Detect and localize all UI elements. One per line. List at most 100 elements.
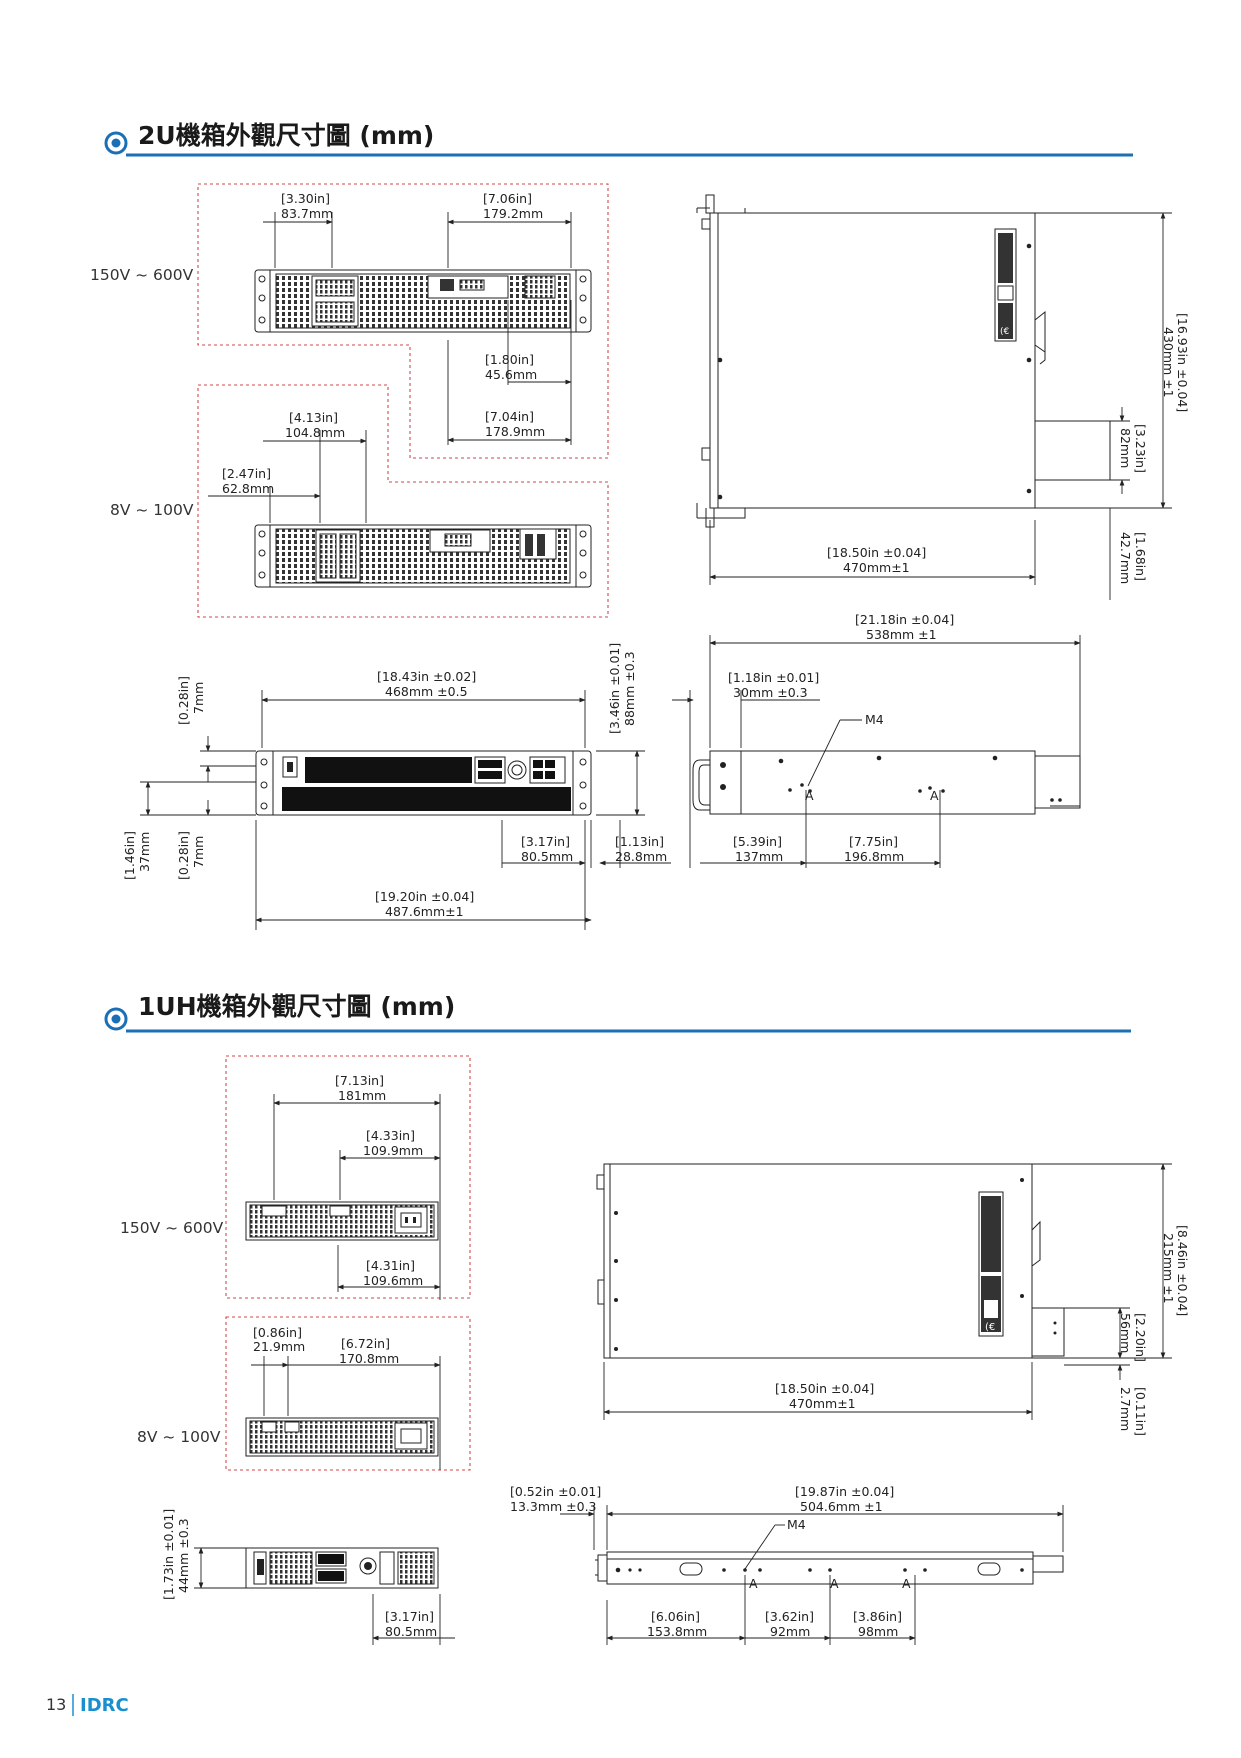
svg-text:98mm: 98mm xyxy=(858,1624,898,1639)
top-view-1uh: (€ xyxy=(596,1163,1065,1359)
label-150v-600v-2u: 150V ~ 600V xyxy=(90,266,194,284)
svg-text:[4.13in]: [4.13in] xyxy=(289,410,338,425)
dims-front-1uh: [1.73in ±0.01] 44mm ±0.3 [3.17in] 80.5mm xyxy=(161,1509,455,1645)
svg-text:[3.86in]: [3.86in] xyxy=(853,1609,902,1624)
svg-text:[0.11in]: [0.11in] xyxy=(1133,1387,1148,1436)
svg-text:470mm±1: 470mm±1 xyxy=(843,560,910,575)
svg-text:M4: M4 xyxy=(787,1517,806,1532)
svg-text:430mm ±1: 430mm ±1 xyxy=(1161,327,1176,398)
svg-text:[3.46in ±0.01]: [3.46in ±0.01] xyxy=(607,643,622,734)
svg-text:[19.20in ±0.04]: [19.20in ±0.04] xyxy=(375,889,474,904)
frame-150v-1uh xyxy=(225,1055,471,1299)
svg-text:538mm ±1: 538mm ±1 xyxy=(866,627,937,642)
svg-text:[3.62in]: [3.62in] xyxy=(765,1609,814,1624)
page-footer: 13 IDRC xyxy=(46,1694,129,1716)
svg-text:92mm: 92mm xyxy=(770,1624,810,1639)
side-view-2u: A A xyxy=(692,750,1081,815)
svg-text:88mm ±0.3: 88mm ±0.3 xyxy=(622,651,637,726)
svg-text:[0.28in]: [0.28in] xyxy=(176,676,191,725)
svg-text:28.8mm: 28.8mm xyxy=(615,849,667,864)
section-1uh-title: 1UH機箱外觀尺寸圖 (mm) xyxy=(138,992,455,1021)
svg-text:[0.28in]: [0.28in] xyxy=(176,831,191,880)
svg-text:(€: (€ xyxy=(1000,327,1010,337)
svg-text:[2.20in]: [2.20in] xyxy=(1133,1313,1148,1362)
dims-side-1uh: [19.87in ±0.04] 504.6mm ±1 [0.52in ±0.01… xyxy=(510,1484,1064,1645)
svg-text:A: A xyxy=(749,1576,758,1591)
svg-text:80.5mm: 80.5mm xyxy=(385,1624,437,1639)
svg-text:[7.13in]: [7.13in] xyxy=(335,1073,384,1088)
dims-8v-1uh: [0.86in] 21.9mm [6.72in] 170.8mm xyxy=(251,1325,441,1470)
svg-text:179.2mm: 179.2mm xyxy=(483,206,543,221)
svg-text:[6.72in]: [6.72in] xyxy=(341,1336,390,1351)
dims-front-2u: [18.43in ±0.02] 468mm ±0.5 [3.46in ±0.01… xyxy=(122,643,671,930)
svg-text:[18.50in ±0.04]: [18.50in ±0.04] xyxy=(775,1381,874,1396)
rear-panel-8v-2u xyxy=(254,524,592,588)
svg-text:[18.43in ±0.02]: [18.43in ±0.02] xyxy=(377,669,476,684)
svg-text:[1.80in]: [1.80in] xyxy=(485,352,534,367)
front-view-2u xyxy=(255,750,592,816)
svg-text:[3.17in]: [3.17in] xyxy=(521,834,570,849)
svg-text:468mm ±0.5: 468mm ±0.5 xyxy=(385,684,468,699)
svg-text:[2.47in]: [2.47in] xyxy=(222,466,271,481)
svg-text:[7.75in]: [7.75in] xyxy=(849,834,898,849)
svg-text:[16.93in ±0.04]: [16.93in ±0.04] xyxy=(1175,313,1190,412)
svg-text:[1.46in]: [1.46in] xyxy=(122,831,137,880)
svg-text:A: A xyxy=(805,788,814,803)
svg-text:13.3mm ±0.3: 13.3mm ±0.3 xyxy=(510,1499,597,1514)
svg-text:A: A xyxy=(902,1576,911,1591)
svg-text:215mm ±1: 215mm ±1 xyxy=(1161,1233,1176,1304)
svg-text:487.6mm±1: 487.6mm±1 xyxy=(385,904,464,919)
svg-text:[3.17in]: [3.17in] xyxy=(385,1609,434,1624)
rear-panel-150v-1uh xyxy=(245,1201,439,1241)
section-2u-header: 2U機箱外觀尺寸圖 (mm) xyxy=(104,121,1133,157)
svg-text:[3.23in]: [3.23in] xyxy=(1133,424,1148,473)
svg-text:42.7mm: 42.7mm xyxy=(1118,532,1133,584)
svg-text:[18.50in ±0.04]: [18.50in ±0.04] xyxy=(827,545,926,560)
dims-side-2u: [21.18in ±0.04] 538mm ±1 [1.18in ±0.01] … xyxy=(672,612,1081,868)
section-1uh-header: 1UH機箱外觀尺寸圖 (mm) xyxy=(104,992,1131,1033)
frame-150v-2u xyxy=(197,183,609,459)
svg-text:137mm: 137mm xyxy=(735,849,783,864)
page-number: 13 xyxy=(46,1695,66,1714)
svg-text:62.8mm: 62.8mm xyxy=(222,481,274,496)
svg-text:M4: M4 xyxy=(865,712,884,727)
svg-text:[7.04in]: [7.04in] xyxy=(485,409,534,424)
svg-text:[4.31in]: [4.31in] xyxy=(366,1258,415,1273)
svg-text:83.7mm: 83.7mm xyxy=(281,206,333,221)
svg-text:181mm: 181mm xyxy=(338,1088,386,1103)
svg-text:196.8mm: 196.8mm xyxy=(844,849,904,864)
side-view-1uh: A A A xyxy=(595,1551,1064,1591)
top-view-2u: (€ xyxy=(696,194,1111,528)
svg-text:170.8mm: 170.8mm xyxy=(339,1351,399,1366)
svg-text:45.6mm: 45.6mm xyxy=(485,367,537,382)
svg-text:[0.52in ±0.01]: [0.52in ±0.01] xyxy=(510,1484,601,1499)
svg-text:82mm: 82mm xyxy=(1118,428,1133,468)
svg-text:109.9mm: 109.9mm xyxy=(363,1143,423,1158)
svg-text:21.9mm: 21.9mm xyxy=(253,1339,305,1354)
svg-text:[6.06in]: [6.06in] xyxy=(651,1609,700,1624)
svg-text:A: A xyxy=(930,788,939,803)
svg-text:[21.18in ±0.04]: [21.18in ±0.04] xyxy=(855,612,954,627)
svg-text:178.9mm: 178.9mm xyxy=(485,424,545,439)
svg-text:7mm: 7mm xyxy=(191,836,206,868)
svg-text:153.8mm: 153.8mm xyxy=(647,1624,707,1639)
svg-text:104.8mm: 104.8mm xyxy=(285,425,345,440)
svg-text:[1.73in ±0.01]: [1.73in ±0.01] xyxy=(161,1509,176,1600)
svg-text:[8.46in ±0.04]: [8.46in ±0.04] xyxy=(1175,1225,1190,1316)
front-view-1uh xyxy=(245,1547,439,1589)
svg-text:30mm ±0.3: 30mm ±0.3 xyxy=(733,685,808,700)
frame-8v-2u xyxy=(197,384,609,618)
svg-text:504.6mm ±1: 504.6mm ±1 xyxy=(800,1499,883,1514)
svg-text:[5.39in]: [5.39in] xyxy=(733,834,782,849)
svg-text:[7.06in]: [7.06in] xyxy=(483,191,532,206)
svg-text:56mm: 56mm xyxy=(1118,1313,1133,1353)
rear-panel-8v-1uh xyxy=(245,1417,439,1457)
svg-text:[3.30in]: [3.30in] xyxy=(281,191,330,206)
section-bullet-icon xyxy=(104,131,128,155)
svg-text:109.6mm: 109.6mm xyxy=(363,1273,423,1288)
dims-top-2u: [16.93in ±0.04] 430mm ±1 [3.23in] 82mm [… xyxy=(709,212,1190,600)
svg-text:[0.86in]: [0.86in] xyxy=(253,1325,302,1340)
svg-text:A: A xyxy=(830,1576,839,1591)
svg-text:7mm: 7mm xyxy=(191,682,206,714)
